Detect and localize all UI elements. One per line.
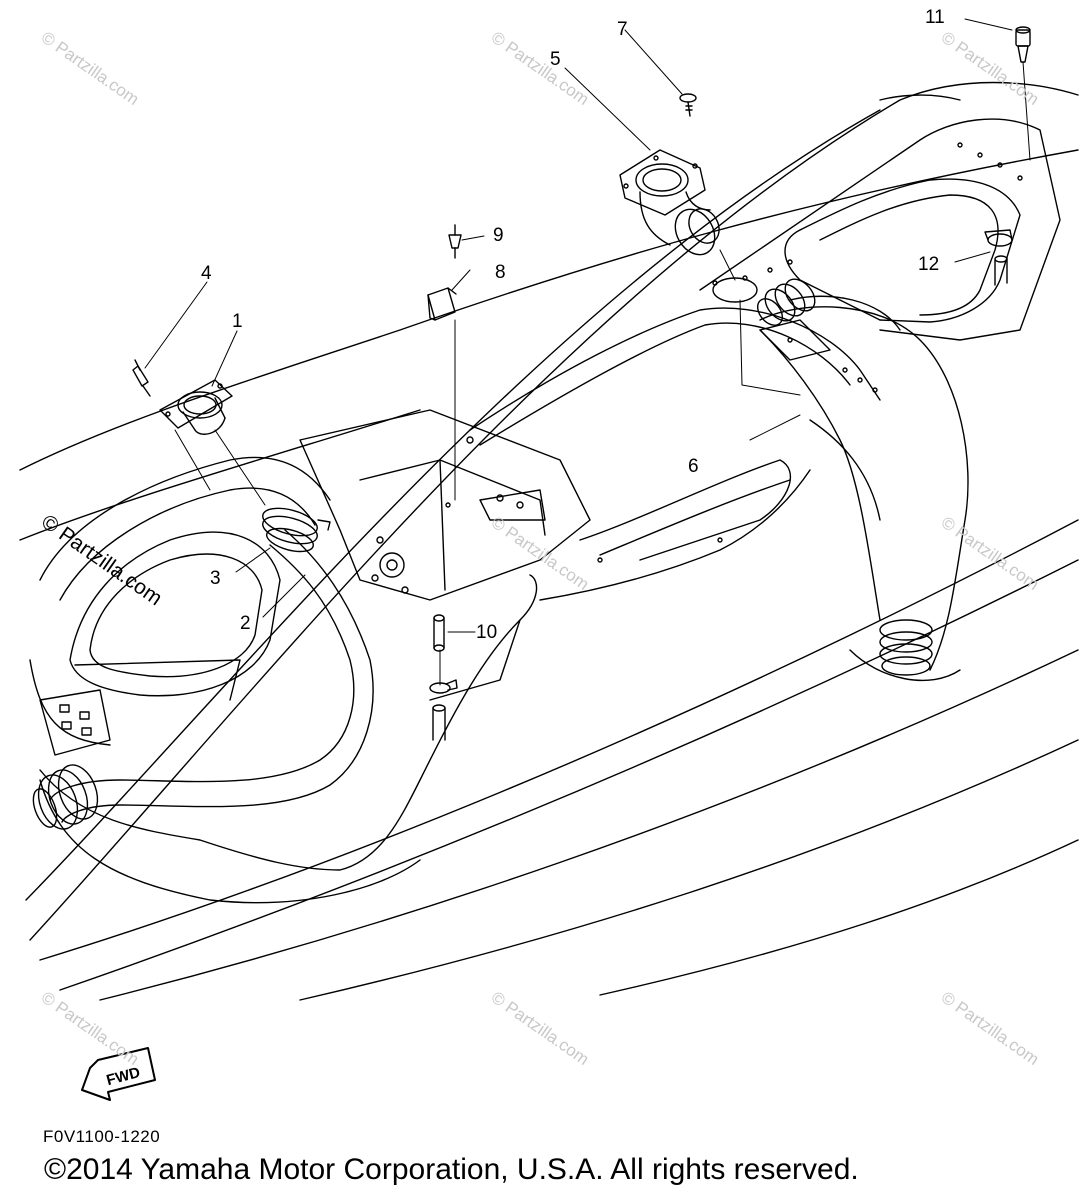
part-5-rear-vent-elbow <box>619 149 720 256</box>
callout-1: 1 <box>232 311 243 332</box>
part-4-rivet <box>132 359 151 397</box>
part-2-front-vent-hose <box>32 529 374 830</box>
watermark: © Partzilla.com <box>938 513 1043 594</box>
figure-code: F0V1100-1220 <box>43 1127 161 1146</box>
callout-9: 9 <box>493 225 504 246</box>
copyright-notice: ©2014 Yamaha Motor Corporation, U.S.A. A… <box>44 1153 859 1186</box>
leader-lines <box>144 18 1031 686</box>
deck-rivet-holes <box>597 142 1023 563</box>
watermark: © Partzilla.com <box>938 28 1043 109</box>
part-8-clip <box>427 287 457 321</box>
footwell-frame <box>469 307 881 561</box>
watermark: © Partzilla.com <box>37 510 166 610</box>
callout-11: 11 <box>925 7 945 28</box>
callout-3: 3 <box>210 568 221 589</box>
callout-10: 10 <box>476 622 497 643</box>
watermark: © Partzilla.com <box>488 988 593 1069</box>
part-6-rear-vent-hose <box>756 278 969 682</box>
part-9-rivet <box>448 224 462 259</box>
callout-5: 5 <box>550 49 561 70</box>
watermark: © Partzilla.com <box>488 513 593 594</box>
callout-12: 12 <box>918 254 939 275</box>
watermark: © Partzilla.com <box>38 28 143 109</box>
callout-4: 4 <box>201 263 212 284</box>
part-11-screw <box>1015 26 1031 63</box>
callout-numbers: 1 2 3 4 5 6 7 8 9 10 11 12 <box>201 7 945 643</box>
callout-7: 7 <box>617 19 628 40</box>
callout-8: 8 <box>495 262 506 283</box>
rear-deck-frame <box>699 118 1061 361</box>
part-10-plug <box>429 614 458 741</box>
part-7-screw <box>679 93 697 117</box>
center-bulkhead <box>299 409 591 601</box>
watermark: © Partzilla.com <box>938 988 1043 1069</box>
callout-2: 2 <box>240 613 251 634</box>
part-12-clamp <box>984 229 1013 286</box>
front-console <box>29 456 331 756</box>
watermarks: © Partzilla.com © Partzilla.com © Partzi… <box>37 28 1042 1069</box>
part-1-vent-cover <box>159 379 233 435</box>
watermark: © Partzilla.com <box>38 988 143 1069</box>
callout-6: 6 <box>688 456 699 477</box>
fwd-arrow-icon <box>81 1047 156 1101</box>
hull-outline <box>19 81 1079 1001</box>
part-3-hose-joint <box>262 507 331 553</box>
lower-hull-body <box>39 469 811 904</box>
watermark: © Partzilla.com <box>488 28 593 109</box>
